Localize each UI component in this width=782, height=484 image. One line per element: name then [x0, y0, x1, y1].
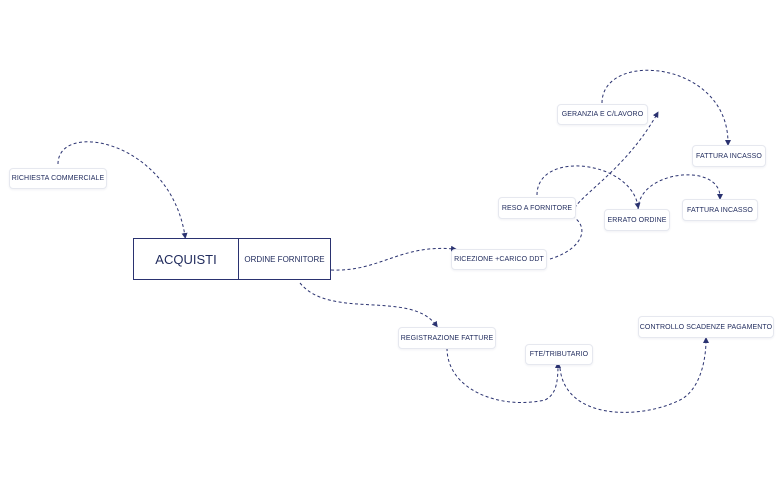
node-garanzia-c-lavoro[interactable]: GERANZIA E C/LAVORO: [557, 104, 648, 125]
node-fattura-incasso-top[interactable]: FATTURA INCASSO: [692, 145, 766, 167]
node-richiesta-commerciale[interactable]: RICHIESTA COMMERCIALE: [9, 168, 107, 189]
central-topic[interactable]: ACQUISTI ORDINE FORNITORE: [133, 238, 331, 280]
node-errato-ordine[interactable]: ERRATO ORDINE: [604, 209, 670, 231]
central-topic-subtitle: ORDINE FORNITORE: [244, 254, 325, 264]
link-ordine-to-ricezione: [330, 245, 457, 271]
node-registrazione-fatture[interactable]: REGISTRAZIONE FATTURE: [398, 327, 496, 349]
node-fte-tributario[interactable]: FTE/TRIBUTARIO: [525, 344, 593, 365]
node-ricezione-carico-ddt[interactable]: RICEZIONE +CARICO DDT: [451, 249, 547, 270]
link-ricezione-to-reso: [549, 111, 659, 260]
node-reso-a-fornitore[interactable]: RESO A FORNITORE: [498, 197, 576, 219]
node-controllo-scadenze-pagamento[interactable]: CONTROLLO SCADENZE PAGAMENTO: [638, 316, 774, 338]
central-topic-title: ACQUISTI: [134, 239, 239, 279]
node-fattura-incasso-right[interactable]: FATTURA INCASSO: [682, 199, 758, 221]
link-ordine-to-registrazione: [299, 282, 438, 328]
